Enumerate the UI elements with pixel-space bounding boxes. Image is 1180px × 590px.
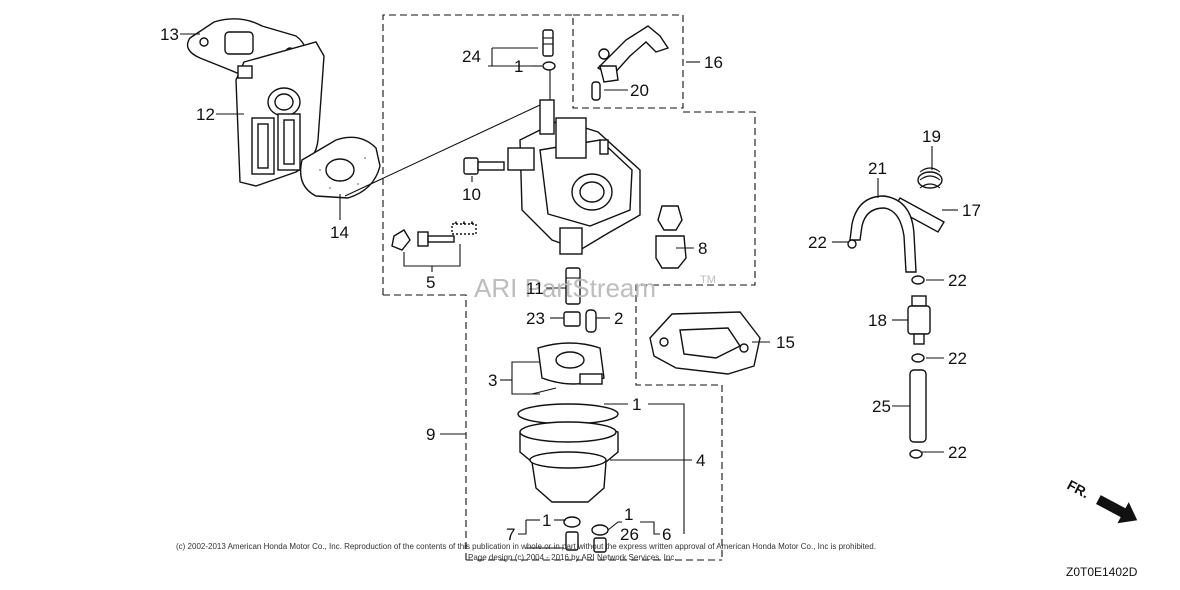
part-1-washer-top[interactable]	[542, 61, 556, 71]
carburetor-body[interactable]	[507, 70, 641, 255]
callout-18[interactable]: 18	[868, 311, 887, 330]
callout-16[interactable]: 16	[704, 53, 723, 72]
callout-3[interactable]: 3	[488, 371, 497, 390]
callout-1-ring[interactable]: 1	[632, 395, 641, 414]
watermark: ARI PartStream	[474, 273, 656, 303]
assembly-boundary	[382, 14, 756, 561]
part-1-bowl-gasket[interactable]	[517, 403, 619, 425]
callout-10[interactable]: 10	[462, 185, 481, 204]
part-22-clip-d[interactable]	[909, 449, 923, 459]
part-19-clip[interactable]	[917, 167, 943, 189]
leader-lines	[180, 33, 958, 549]
part-4-float-bowl[interactable]	[519, 421, 619, 503]
part-22-clip-c[interactable]	[911, 353, 925, 363]
direction-label: FR.	[1065, 477, 1092, 502]
callout-23[interactable]: 23	[526, 309, 545, 328]
part-1-washer-bolt[interactable]	[563, 516, 581, 528]
callout-15[interactable]: 15	[776, 333, 795, 352]
callout-20[interactable]: 20	[630, 81, 649, 100]
callout-26[interactable]: 26	[620, 525, 639, 544]
diagram-code: Z0T0E1402D	[1066, 565, 1138, 579]
callout-4[interactable]: 4	[696, 451, 705, 470]
part-23-main-jet[interactable]	[563, 311, 581, 327]
callout-5[interactable]: 5	[426, 273, 435, 292]
part-11-main-nozzle[interactable]	[565, 267, 581, 305]
part-15-gasket[interactable]	[649, 311, 761, 375]
part-22-clip-a[interactable]	[847, 239, 857, 249]
copyright-line-2: Page design (c) 2004 - 2016 by ARI Netwo…	[468, 553, 677, 562]
part-10-screw[interactable]	[463, 157, 505, 175]
callout-11[interactable]: 11	[526, 279, 544, 298]
callout-22-b[interactable]: 22	[948, 271, 967, 290]
part-18-fuel-filter[interactable]	[907, 295, 931, 345]
callout-9[interactable]: 9	[426, 425, 435, 444]
callout-22-d[interactable]: 22	[948, 443, 967, 462]
callout-14[interactable]: 14	[330, 223, 349, 242]
part-8-float-valve[interactable]	[655, 205, 687, 269]
front-direction-arrow: FR.	[1065, 477, 1138, 524]
callout-12[interactable]: 12	[196, 105, 215, 124]
copyright-line-1: (c) 2002-2013 American Honda Motor Co., …	[176, 542, 876, 551]
callout-22-a[interactable]: 22	[808, 233, 827, 252]
part-2-float-needle[interactable]	[585, 309, 597, 333]
callout-1-plug[interactable]: 1	[624, 505, 633, 524]
callout-17[interactable]: 17	[962, 201, 981, 220]
part-24-screw[interactable]	[542, 29, 554, 57]
callout-21[interactable]: 21	[868, 159, 887, 178]
callout-22-c[interactable]: 22	[948, 349, 967, 368]
part-21-fuel-tube[interactable]	[849, 195, 917, 273]
part-22-clip-b[interactable]	[911, 275, 925, 285]
callout-6[interactable]: 6	[662, 525, 671, 544]
callout-2[interactable]: 2	[614, 309, 623, 328]
part-3-float-pin[interactable]	[531, 387, 557, 395]
part-1-washer-drain[interactable]	[591, 524, 609, 536]
watermark-tm: TM	[700, 274, 716, 286]
part-12-insulator[interactable]	[235, 41, 325, 187]
callout-25[interactable]: 25	[872, 397, 891, 416]
callout-7[interactable]: 7	[506, 525, 515, 544]
part-3-float[interactable]	[537, 342, 605, 385]
callout-1-top[interactable]: 1	[514, 57, 523, 76]
part-7-bowl-bolt[interactable]	[565, 531, 579, 551]
part-25-fuel-tube[interactable]	[909, 369, 927, 443]
callout-1-bolt[interactable]: 1	[542, 511, 551, 530]
part-5-pilot-screw[interactable]	[391, 220, 477, 251]
part-26-drain-screw[interactable]	[593, 537, 607, 553]
part-16-choke-lever[interactable]	[596, 25, 670, 83]
callout-8[interactable]: 8	[698, 239, 707, 258]
arrow-icon	[1096, 495, 1138, 524]
part-20-pin[interactable]	[591, 81, 601, 101]
callout-19[interactable]: 19	[922, 127, 941, 146]
callout-24[interactable]: 24	[462, 47, 481, 66]
callout-13[interactable]: 13	[160, 25, 179, 44]
